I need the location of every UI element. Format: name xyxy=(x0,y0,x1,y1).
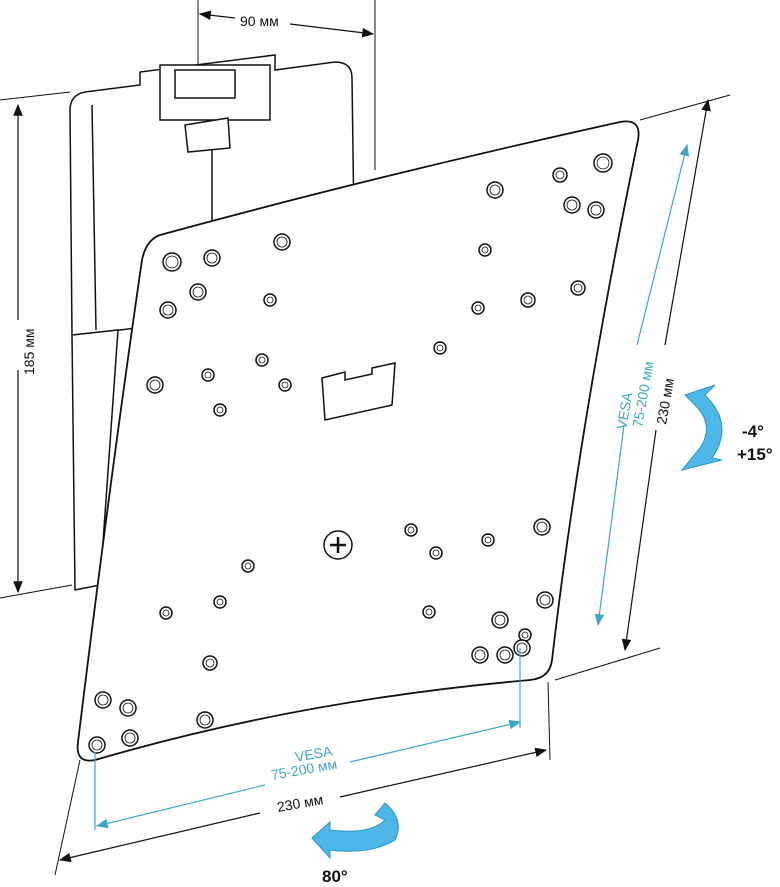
mounting-hole xyxy=(489,184,501,196)
mounting-hole xyxy=(162,304,174,316)
mounting-hole xyxy=(266,296,274,304)
mounting-hole xyxy=(432,549,440,557)
hook-slot xyxy=(321,362,396,421)
mounting-hole xyxy=(481,246,489,254)
vesa-lines xyxy=(94,143,690,830)
plate-height-label: 230 мм xyxy=(653,377,677,426)
mounting-hole xyxy=(124,732,136,744)
mounting-hole xyxy=(165,255,179,269)
mounting-hole xyxy=(162,609,170,617)
mounting-hole xyxy=(122,702,134,714)
mounting-hole xyxy=(536,521,548,533)
mounting-hole xyxy=(474,304,482,312)
mounting-hole xyxy=(573,283,583,293)
mounting-hole xyxy=(216,406,224,414)
extension-lines xyxy=(0,0,731,876)
dimension-lines xyxy=(13,10,711,863)
mounting-hole xyxy=(91,739,103,751)
mounting-hole xyxy=(566,199,578,211)
mounting-hole xyxy=(516,642,528,654)
tilt-min-label: -4° xyxy=(742,422,764,441)
mounting-hole xyxy=(494,614,506,626)
mounting-hole xyxy=(499,649,511,661)
mounting-hole xyxy=(205,658,215,668)
depth-label: 90 мм xyxy=(240,13,279,29)
center-screw xyxy=(323,530,353,560)
mounting-hole xyxy=(199,714,211,726)
mounting-hole xyxy=(539,594,551,606)
mounting-hole xyxy=(407,526,415,534)
mounting-hole xyxy=(425,608,433,616)
swivel-arrow-icon xyxy=(311,802,399,860)
mounting-hole xyxy=(206,252,218,264)
mounting-hole xyxy=(216,598,224,606)
mounting-hole xyxy=(192,286,204,298)
mounting-hole xyxy=(521,631,529,639)
mounting-hole xyxy=(474,649,486,661)
vesa-vertical-line1: VESA xyxy=(613,390,635,430)
mounting-hole xyxy=(436,344,444,352)
mounting-hole xyxy=(590,204,602,216)
tilt-arrow-icon xyxy=(680,384,723,471)
bracket-height-label: 185 мм xyxy=(21,329,37,376)
mounting-hole xyxy=(204,371,212,379)
tilt-max-label: +15° xyxy=(737,445,773,464)
vesa-holes xyxy=(88,153,613,754)
mounting-hole xyxy=(555,170,565,180)
mounting-hole xyxy=(258,356,266,364)
mounting-hole xyxy=(276,236,288,248)
mounting-hole xyxy=(523,295,533,305)
mounting-hole xyxy=(97,694,109,706)
mounting-hole xyxy=(244,562,252,570)
mounting-hole xyxy=(281,381,289,389)
swivel-label: 80° xyxy=(322,867,348,886)
mounting-hole xyxy=(596,156,610,170)
vesa-horizontal-line1: VESA xyxy=(294,743,334,765)
mounting-hole xyxy=(484,536,492,544)
mounting-hole xyxy=(149,379,161,391)
plate-width-label: 230 мм xyxy=(276,791,325,815)
mounting-plate xyxy=(76,120,640,762)
